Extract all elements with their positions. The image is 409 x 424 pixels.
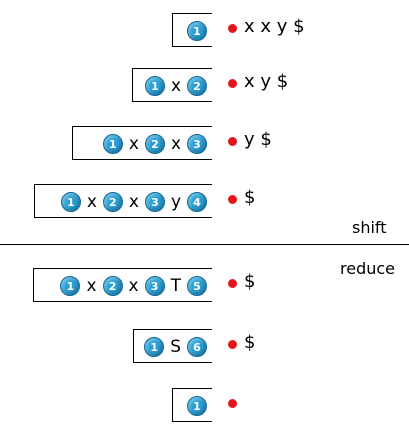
state-circle: 2 (102, 276, 123, 296)
input-pointer (228, 399, 237, 408)
input-pointer (228, 24, 237, 33)
grammar-symbol: y (170, 191, 181, 212)
state-circle: 1 (60, 192, 81, 212)
input-pointer (228, 195, 237, 204)
remaining-input: x x y $ (244, 16, 305, 37)
state-circle: 3 (187, 134, 207, 154)
state-circle: 3 (144, 192, 165, 212)
remaining-input: y $ (244, 129, 272, 150)
grammar-symbol: x (86, 191, 97, 212)
grammar-symbol: x (170, 75, 181, 96)
grammar-symbol: x (128, 191, 139, 212)
state-circle: 1 (60, 276, 81, 296)
remaining-input: $ (244, 187, 256, 208)
state-circle: 2 (102, 192, 123, 212)
grammar-symbol: x (128, 275, 139, 296)
state-circle: 6 (187, 337, 207, 357)
parse-row: 1 (0, 388, 409, 422)
state-circle: 1 (187, 21, 207, 41)
remaining-input: $ (244, 332, 256, 353)
grammar-symbol: x (86, 275, 97, 296)
grammar-symbol: T (170, 275, 181, 296)
input-pointer (228, 137, 237, 146)
grammar-symbol: x (128, 133, 139, 154)
parse-row: 1 x x y $ (0, 13, 409, 47)
input-pointer (228, 79, 237, 88)
reduce-label: reduce (340, 259, 396, 278)
state-circle: 1 (187, 396, 207, 416)
parse-stack: 1 (172, 13, 212, 47)
parse-stack: 1 (172, 388, 212, 422)
state-circle: 2 (187, 76, 207, 96)
grammar-symbol: x (170, 133, 181, 154)
state-circle: 1 (102, 134, 123, 154)
remaining-input: x y $ (244, 71, 289, 92)
shift-label: shift (352, 218, 387, 237)
divider-line (0, 244, 409, 245)
state-circle: 2 (144, 134, 165, 154)
grammar-symbol: S (170, 336, 181, 357)
input-pointer (228, 279, 237, 288)
state-circle: 3 (144, 276, 165, 296)
state-circle: 1 (144, 76, 165, 96)
state-circle: 5 (187, 276, 207, 296)
state-circle: 4 (187, 192, 207, 212)
input-pointer (228, 340, 237, 349)
remaining-input: $ (244, 271, 256, 292)
state-circle: 1 (144, 337, 165, 357)
